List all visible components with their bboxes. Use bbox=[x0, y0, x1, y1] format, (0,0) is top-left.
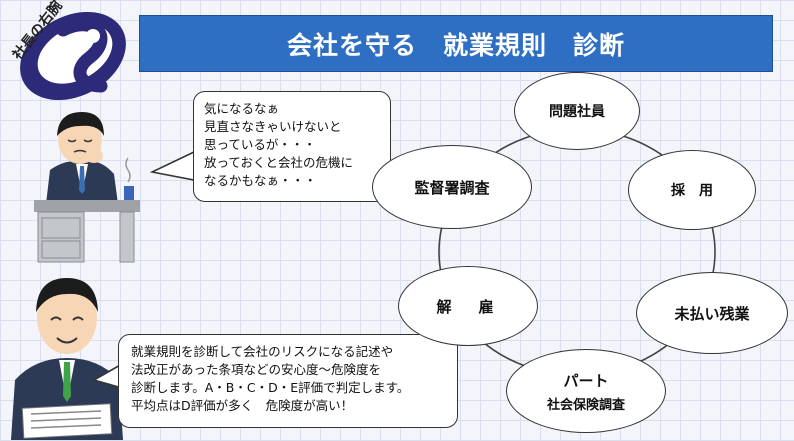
bubble-line: 見直さなきゃいけないと bbox=[204, 119, 342, 134]
cycle-item-label: 未払い残業 bbox=[674, 304, 750, 323]
cycle-item-label: 採 用 bbox=[671, 183, 713, 199]
cycle-item-label: 監督署調査 bbox=[414, 178, 490, 197]
page-title: 会社を守る 就業規則 診断 bbox=[286, 30, 625, 60]
bubble-line: 放っておくと会社の危機に bbox=[204, 155, 354, 170]
bubble-line: 法改正があった条項などの安心度～危険度を bbox=[131, 362, 382, 377]
cycle-item-label: パート bbox=[563, 371, 609, 390]
cycle-item-label: 解 雇 bbox=[436, 297, 500, 316]
cycle-item-sublabel: 社会保険調査 bbox=[546, 397, 625, 413]
cycle-item-hiring: 採 用 bbox=[628, 150, 756, 230]
cycle-item-label: 問題社員 bbox=[549, 104, 605, 120]
bubble-line: 診断します。A・B・C・D・E評価で判定します。 bbox=[131, 380, 410, 395]
worried-speech-bubble: 気になるなぁ 見直さなきゃいけないと 思っているが・・・ 放っておくと会社の危機… bbox=[193, 91, 391, 202]
cycle-item-part-time-insurance: パート 社会保険調査 bbox=[506, 349, 666, 433]
bubble-line: 気になるなぁ bbox=[204, 101, 280, 116]
smiling-man-with-documents-illustration bbox=[11, 278, 123, 440]
cycle-item-labor-inspection: 監督署調査 bbox=[372, 145, 532, 229]
company-logo bbox=[20, 11, 126, 101]
title-banner: 会社を守る 就業規則 診断 bbox=[139, 15, 773, 72]
cycle-item-problem-employee: 問題社員 bbox=[514, 72, 640, 150]
bubble-line: 平均点はD評価が多く 危険度が高い！ bbox=[131, 398, 354, 413]
explanation-speech-bubble: 就業規則を診断して会社のリスクになる記述や 法改正があった条項などの安心度～危険… bbox=[118, 334, 458, 428]
bubble-line: 思っているが・・・ bbox=[204, 137, 316, 152]
worried-man-at-desk-illustration bbox=[34, 112, 140, 263]
cycle-item-dismissal: 解 雇 bbox=[398, 266, 538, 346]
bubble-line: 就業規則を診断して会社のリスクになる記述や bbox=[131, 344, 394, 359]
cycle-item-unpaid-overtime: 未払い残業 bbox=[636, 272, 788, 354]
bubble-line: なるかもなぁ・・・ bbox=[204, 173, 317, 188]
